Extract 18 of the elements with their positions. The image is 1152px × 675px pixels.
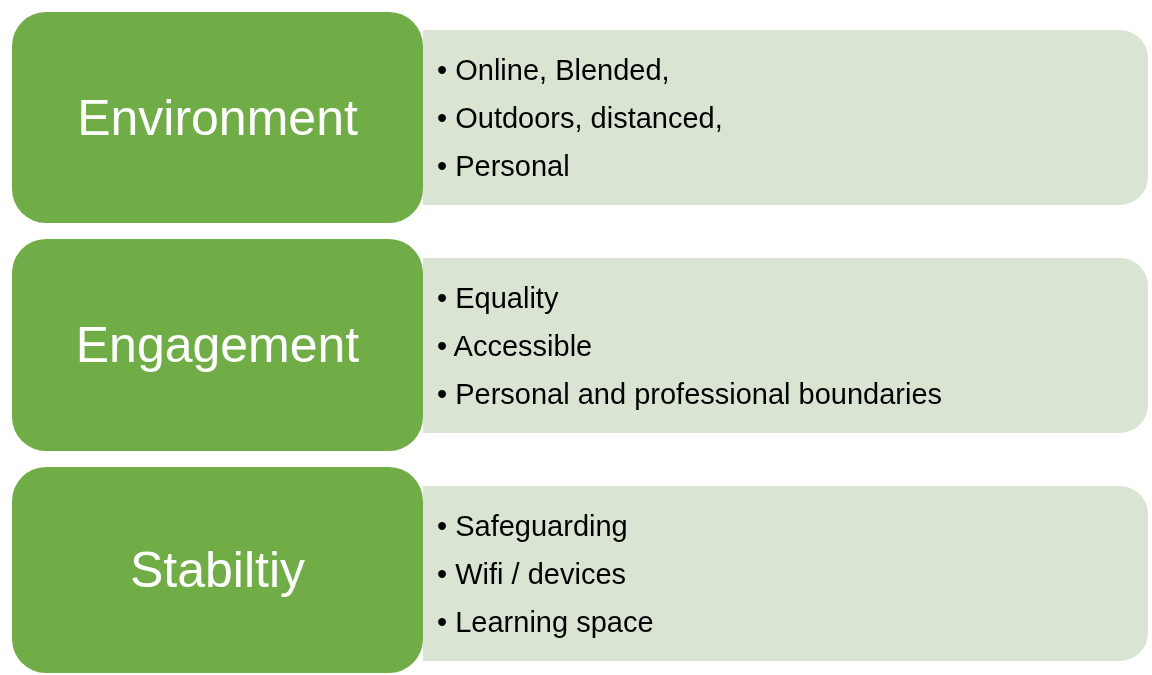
category-heading: Engagement: [75, 316, 360, 374]
bullet-item: • Online, Blended,: [437, 52, 671, 88]
bullet-list-box: [423, 30, 1148, 205]
bullet-item: • Outdoors, distanced,: [437, 100, 724, 136]
category-heading: Stabiltiy: [129, 541, 306, 599]
category-box: [12, 239, 423, 451]
bullet-list-box: [423, 258, 1148, 433]
bullet-list-box: [423, 486, 1148, 661]
bullet-item: • Accessible: [437, 328, 594, 364]
bullet-item: • Wifi / devices: [437, 556, 628, 592]
category-box: [12, 467, 423, 673]
bullet-item: • Personal and professional boundaries: [437, 376, 944, 412]
bullet-item: • Personal: [437, 148, 571, 184]
category-heading: Environment: [77, 88, 358, 147]
bullet-item: • Learning space: [437, 604, 655, 640]
category-box: [12, 12, 423, 223]
bullet-item: • Safeguarding: [437, 508, 629, 544]
bullet-item: • Equality: [437, 280, 560, 316]
